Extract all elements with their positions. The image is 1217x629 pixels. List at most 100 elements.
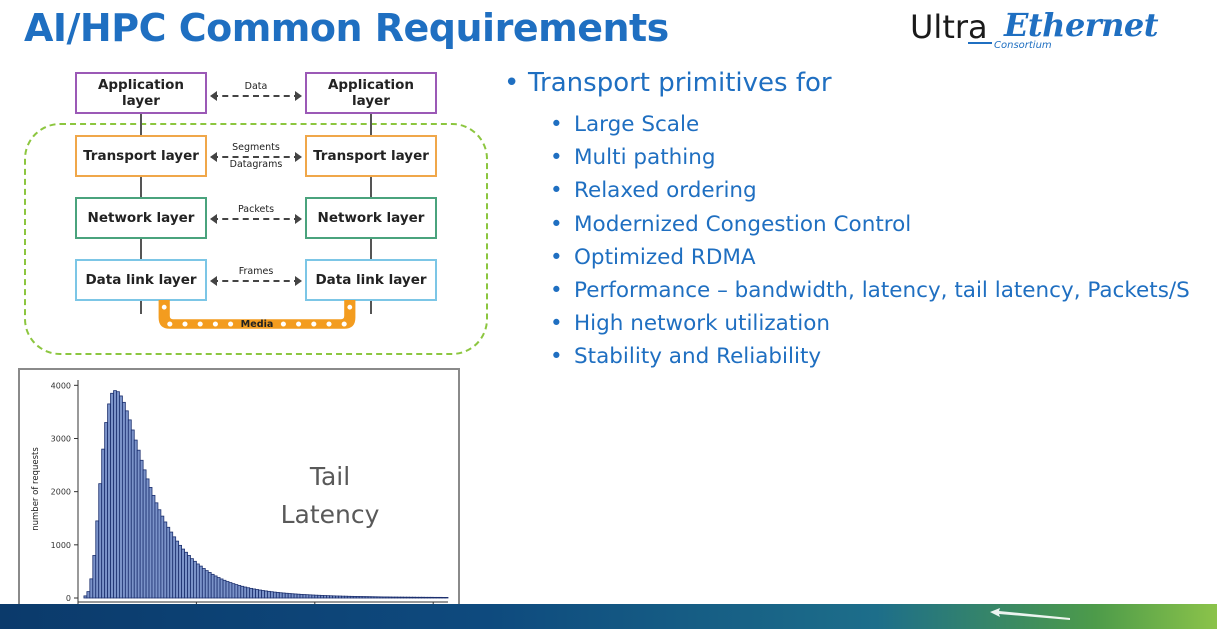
histogram-bar [287,593,292,599]
histogram-bar [367,596,372,599]
y-tick-label: 1000 [51,541,71,550]
media-label: Media [241,319,274,330]
histogram-bar [216,577,221,599]
histogram-bar [332,595,336,599]
histogram-bar [329,595,333,599]
histogram-bar [169,531,174,599]
sub-bullet-network-utilization: High network utilization [504,309,1217,342]
histogram-bar [352,596,357,599]
histogram-bar [317,594,322,599]
sub-bullet-stability: Stability and Reliability [504,342,1217,375]
double-arrow-frames [210,276,302,286]
histogram-bar [142,469,147,599]
histogram-bar [403,596,407,599]
histogram-bar [346,595,351,599]
histogram-bar [361,596,366,599]
histogram-bar [423,596,428,599]
histogram-bar [302,594,307,599]
histogram-bar [426,596,431,599]
sub-bullet-list: Large Scale Multi pathing Relaxed orderi… [504,110,1217,376]
histogram-bar [417,596,422,599]
histogram-bar [116,391,120,599]
histogram-bar [213,575,218,599]
double-arrow-packets [210,214,302,224]
histogram-bar [175,540,180,599]
double-arrow-data [210,91,302,101]
media-bus: Media [158,300,356,330]
histogram-bar [139,459,144,599]
histogram-bar [124,410,129,599]
footer-band [0,604,1217,629]
histogram-bar [269,591,274,599]
left-transport-layer: Transport layer [75,135,207,177]
y-tick-label: 2000 [51,488,71,497]
histogram-bar [154,502,159,599]
y-axis-label: number of requests [31,447,41,531]
histogram-bar [355,596,360,599]
histogram-bar [190,558,194,599]
arrow-label-frames: Frames [238,266,274,277]
histogram-bar [110,392,114,599]
histogram-bar [308,594,313,599]
logo-ultra-text: Ultra [910,8,988,46]
tail-text-line1: Tail [309,462,351,491]
histogram-bar [385,596,390,599]
histogram-bar [379,596,384,599]
bullet-transport-primitives: Transport primitives for [504,68,1217,98]
histogram-bar [92,555,97,599]
histogram-bar [323,595,328,599]
histogram-bar [98,483,103,599]
histogram-bar [145,478,150,599]
histogram-bar [444,597,449,599]
sub-bullet-optimized-rdma: Optimized RDMA [504,243,1217,276]
right-network-layer: Network layer [305,197,437,239]
histogram-bar [311,594,316,599]
histogram-bar [258,589,262,599]
arrow-label-datagrams: Datagrams [229,159,283,170]
histogram-bar [406,596,410,599]
logo-consortium-text: Consortium [994,40,1052,51]
dashed-transport-region [24,123,488,355]
arrow-label-segments: Segments [232,142,280,153]
histogram-bar [89,578,94,599]
histogram-bar [275,592,280,599]
histogram-bar [198,565,203,599]
histogram-bar [133,439,138,599]
histogram-bar [320,595,325,599]
histogram-bar [388,596,393,599]
histogram-bar [293,593,298,599]
histogram-bar [151,494,156,599]
histogram-bar [234,584,239,599]
histogram-bar [435,596,440,599]
osi-layers-diagram: Application layer Transport layer Networ… [20,64,495,364]
histogram-bar [246,587,251,599]
left-data-link-layer: Data link layer [75,259,207,301]
histogram-bar [166,526,171,599]
sub-bullet-multi-pathing: Multi pathing [504,143,1217,176]
histogram-bar [335,595,339,599]
y-tick-label: 3000 [51,434,71,443]
histogram-bar [432,596,437,599]
histogram-bar [284,592,289,599]
histogram-bar [412,596,416,599]
histogram-bar [326,595,331,599]
histogram-bar [184,551,188,599]
histogram-bar [299,593,304,599]
histogram-bar [160,515,165,599]
histogram-bar [222,579,227,599]
histogram-bar [400,596,405,599]
histogram-bar [338,595,342,599]
histogram-bar [119,395,123,599]
histogram-bar [394,596,399,599]
histogram-bar [136,449,141,599]
left-application-layer: Application layer [75,72,207,114]
footer-arrow-icon [990,608,1070,620]
arrow-label-packets: Packets [237,204,275,215]
histogram-chart: 0100020003000400004008001200response tim… [31,380,449,629]
histogram-bar [420,596,425,599]
histogram-bar [415,596,419,599]
histogram-bar [296,593,301,599]
histogram-bar [314,594,319,599]
tail-text-line2: Latency [280,500,380,529]
sub-bullet-relaxed-ordering: Relaxed ordering [504,176,1217,209]
